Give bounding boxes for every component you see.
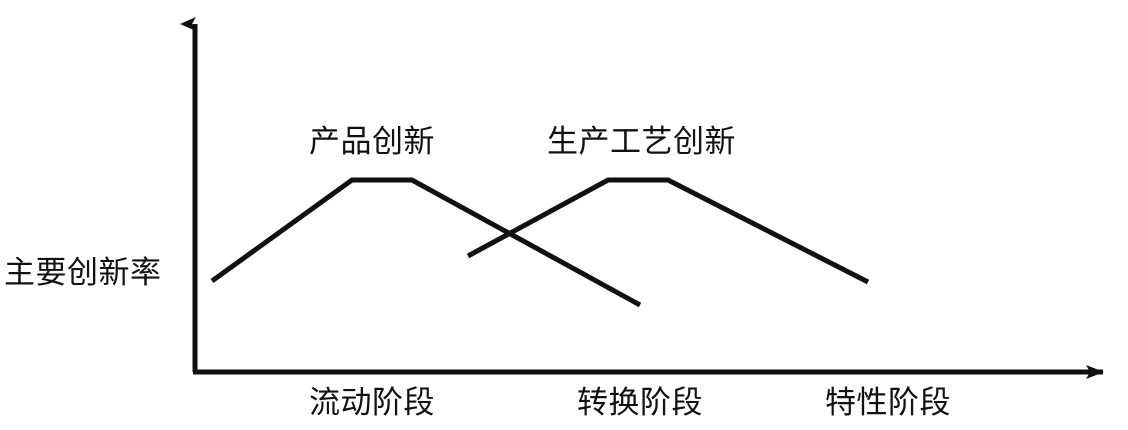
y-axis-label: 主要创新率	[4, 255, 162, 291]
phase-label-transitional: 转换阶段	[577, 385, 703, 421]
curve-product-innovation	[210, 177, 642, 308]
curve-label-product-innovation: 产品创新	[309, 124, 435, 160]
phase-label-fluid: 流动阶段	[309, 385, 435, 421]
curve-label-process-innovation: 生产工艺创新	[547, 124, 736, 160]
phase-label-specific: 特性阶段	[825, 385, 951, 421]
curve-process-innovation	[466, 177, 870, 285]
